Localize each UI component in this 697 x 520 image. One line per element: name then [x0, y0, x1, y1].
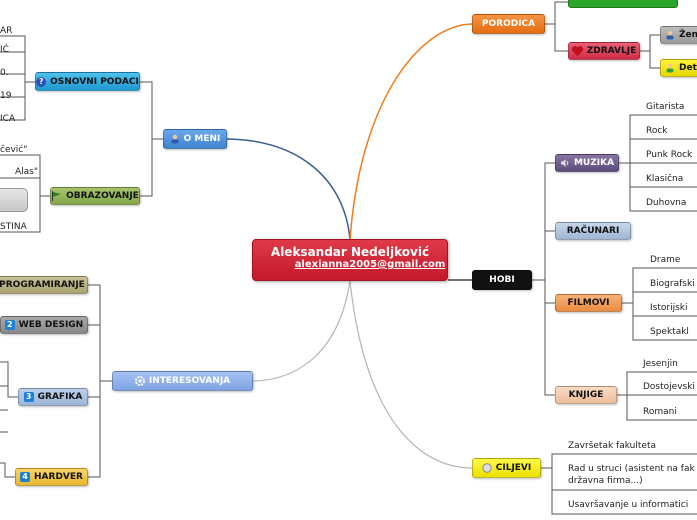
- leaf-fragment: 19: [0, 91, 12, 101]
- speaker-icon: [560, 158, 570, 168]
- o-meni-node[interactable]: O MENI: [163, 129, 227, 149]
- person-icon: [665, 63, 675, 73]
- muzika-item: Klasična: [646, 174, 684, 184]
- collapsed-green-node[interactable]: [568, 0, 678, 8]
- hobi-label: HOBI: [489, 275, 515, 285]
- muzika-item: Duhovna: [646, 198, 687, 208]
- central-topic-name: Aleksandar Nedeljković: [270, 245, 430, 259]
- muzika-label: MUZIKA: [573, 158, 615, 168]
- osnovni-podaci-label: OSNOVNI PODACI: [50, 76, 139, 87]
- filmovi-label: FILMOVI: [567, 298, 610, 308]
- osnovni-podaci-node[interactable]: ? OSNOVNI PODACI: [35, 72, 140, 91]
- circle-icon: [482, 463, 492, 473]
- knjige-item: Jesenjin: [643, 359, 678, 369]
- deti-label: Det: [679, 63, 697, 73]
- filmovi-item: Drame: [650, 255, 681, 265]
- interesovanja-node[interactable]: INTERESOVANJA: [112, 371, 253, 391]
- racunari-node[interactable]: RAČUNARI: [555, 222, 631, 240]
- o-meni-label: O MENI: [183, 134, 221, 144]
- knjige-node[interactable]: KNJIGE: [555, 386, 617, 404]
- leaf-fragment: IĆ: [0, 45, 9, 55]
- grafika-label: GRAFIKA: [37, 392, 83, 402]
- person-icon: [170, 134, 180, 144]
- central-topic[interactable]: Aleksandar Nedeljković alexianna2005@gma…: [252, 239, 448, 281]
- interesovanja-label: INTERESOVANJA: [148, 376, 231, 386]
- ciljevi-item: Usavršavanje u informatici: [568, 500, 689, 510]
- programiranje-node[interactable]: PROGRAMIRANJE: [0, 276, 88, 294]
- programiranje-label: PROGRAMIRANJE: [0, 280, 85, 290]
- zena-node[interactable]: Žen: [660, 26, 697, 44]
- muzika-item: Rock: [646, 126, 668, 136]
- racunari-label: RAČUNARI: [566, 226, 620, 236]
- hobi-node[interactable]: HOBI: [472, 270, 532, 290]
- deti-node[interactable]: Det: [660, 59, 697, 77]
- filmovi-node[interactable]: FILMOVI: [555, 294, 622, 312]
- filmovi-item: Spektakl: [650, 327, 689, 337]
- ciljevi-item: Rad u struci (asistent na fak: [568, 464, 695, 474]
- knjige-item: Dostojevski: [643, 382, 695, 392]
- obrazovanje-fragment: čević": [0, 145, 28, 155]
- person-icon: [665, 30, 675, 40]
- obrazovanje-label: OBRAZOVANJE: [66, 191, 139, 201]
- zdravlje-node[interactable]: ZDRAVLJE: [568, 42, 640, 60]
- number-three-icon: 3: [23, 392, 34, 402]
- number-four-icon: 4: [20, 472, 31, 482]
- leaf-fragment: 0.: [0, 68, 9, 78]
- filmovi-item: Istorijski: [650, 303, 688, 313]
- ciljevi-node[interactable]: CILJEVI: [472, 458, 541, 478]
- web-design-node[interactable]: 2 WEB DESIGN: [0, 316, 88, 334]
- knjige-label: KNJIGE: [568, 390, 604, 400]
- gear-icon: [134, 376, 145, 386]
- muzika-item: Gitarista: [646, 102, 685, 112]
- porodica-label: PORODICA: [481, 19, 536, 29]
- ciljevi-item: državna firma...): [568, 476, 643, 486]
- grafika-node[interactable]: 3 GRAFIKA: [18, 388, 88, 406]
- leaf-fragment: ICA: [0, 114, 16, 124]
- obrazovanje-fragment: Alas": [15, 167, 39, 177]
- web-design-label: WEB DESIGN: [18, 320, 84, 330]
- central-topic-email-link[interactable]: alexianna2005@gmail.com: [294, 259, 446, 270]
- muzika-item: Punk Rock: [646, 150, 693, 160]
- muzika-node[interactable]: MUZIKA: [555, 154, 619, 172]
- porodica-node[interactable]: PORODICA: [472, 14, 545, 34]
- ciljevi-item: Završetak fakulteta: [568, 441, 656, 451]
- ciljevi-label: CILJEVI: [495, 463, 532, 473]
- obrazovanje-node[interactable]: OBRAZOVANJE: [50, 187, 140, 205]
- heart-icon: [571, 46, 583, 56]
- hardver-label: HARDVER: [34, 472, 83, 482]
- hardver-node[interactable]: 4 HARDVER: [15, 468, 88, 486]
- question-icon: ?: [36, 76, 47, 87]
- filmovi-item: Biografski: [650, 279, 695, 289]
- zdravlje-label: ZDRAVLJE: [586, 46, 637, 56]
- obrazovanje-fragment: STINA: [0, 222, 27, 232]
- collapsed-node-box[interactable]: [0, 188, 28, 212]
- leaf-fragment: AR: [0, 26, 13, 36]
- number-two-icon: 2: [4, 320, 15, 330]
- knjige-item: Romani: [643, 407, 677, 417]
- flag-icon: [51, 191, 62, 201]
- zena-label: Žen: [679, 30, 697, 40]
